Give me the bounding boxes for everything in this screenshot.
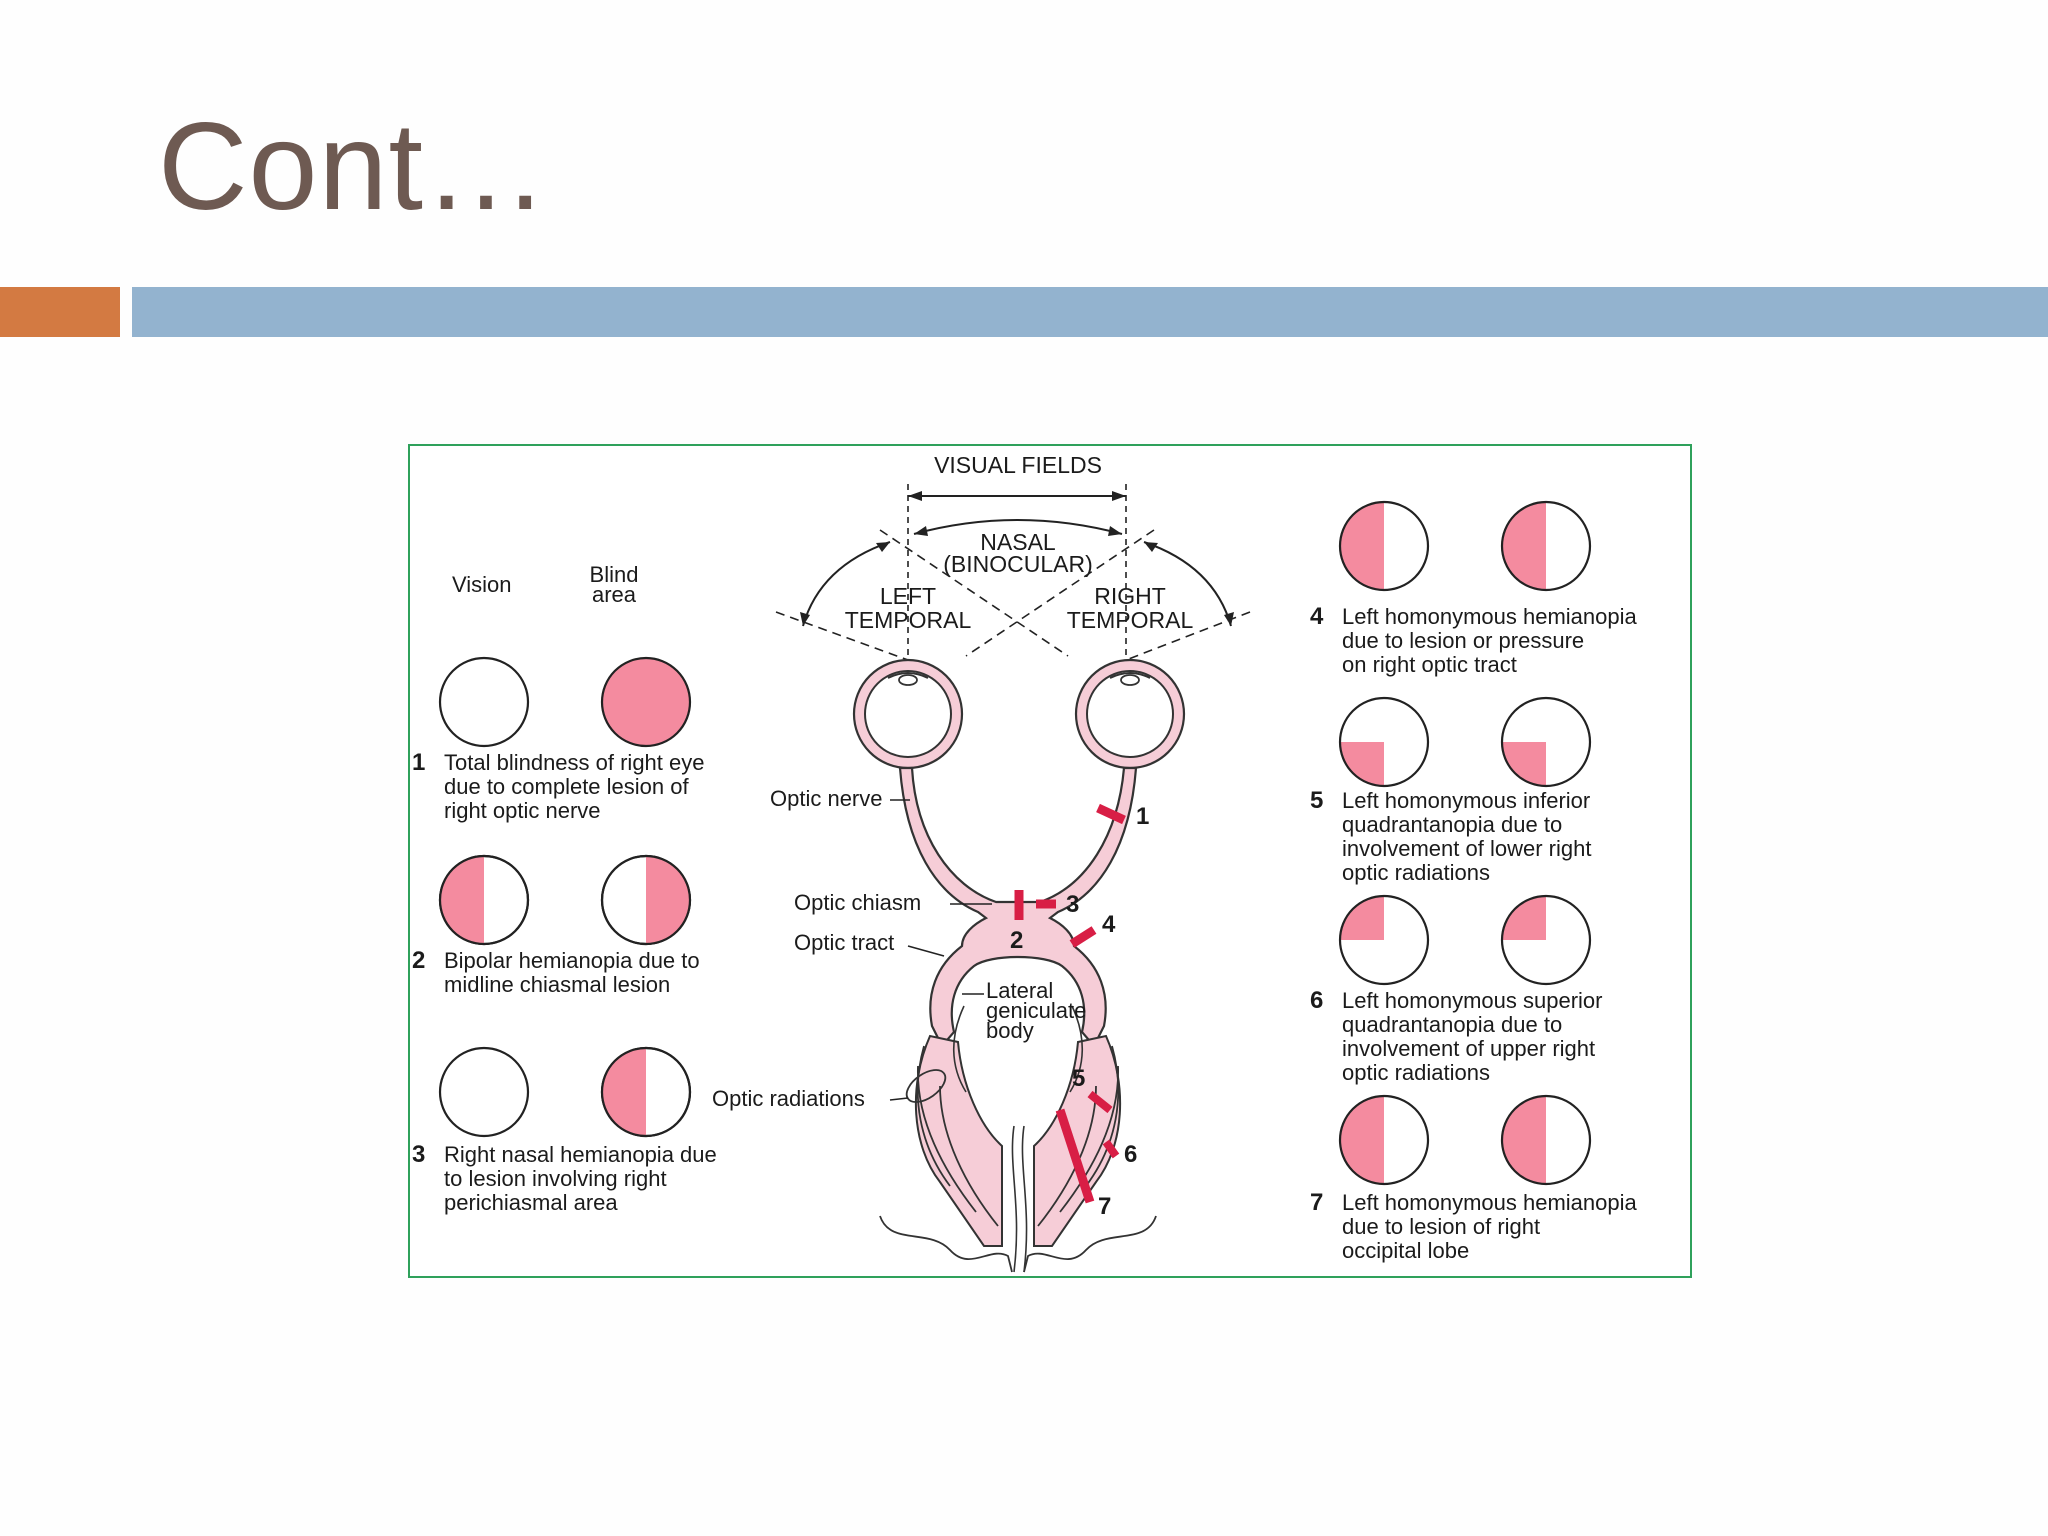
left-field-line-a	[879, 529, 1069, 657]
left-label: LEFT	[880, 583, 936, 609]
binocular-label: (BINOCULAR)	[943, 551, 1093, 577]
blind-column-label-1: Blind	[590, 562, 639, 587]
case-6-line-4: optic radiations	[1342, 1060, 1490, 1085]
case-6-number: 6	[1310, 987, 1323, 1014]
lesion-bars	[1014, 803, 1126, 1204]
field-diagram-6-left	[1338, 894, 1430, 986]
case-2-number: 2	[412, 947, 425, 974]
field-diagram-1-vision	[438, 656, 530, 748]
field-diagram-7-right	[1500, 1094, 1592, 1186]
lesion-marker-6: 6	[1124, 1141, 1137, 1168]
field-diagram-6-right	[1500, 894, 1592, 986]
title-divider-bar	[132, 287, 2048, 337]
case-7-line-3: occipital lobe	[1342, 1238, 1469, 1263]
right-label: RIGHT	[1094, 583, 1166, 609]
case-2-line-1: Bipolar hemianopia due to	[444, 948, 700, 973]
case-3-number: 3	[412, 1141, 425, 1168]
lesion-marker-1: 1	[1136, 803, 1149, 830]
visual-pathway-figure: VISUAL FIELDS NASAL (BINOCULAR) LEFT TEM…	[408, 444, 1692, 1278]
blind-column-label-2: area	[592, 582, 637, 607]
field-diagram-5-left	[1338, 696, 1430, 788]
case-5-number: 5	[1310, 787, 1323, 814]
lesion-marker-7: 7	[1098, 1193, 1111, 1220]
slide-title: Cont…	[158, 98, 549, 236]
case-3-line-3: perichiasmal area	[444, 1190, 618, 1215]
lesion-marker-3: 3	[1066, 891, 1079, 918]
label-body: body	[986, 1018, 1034, 1043]
field-diagram-4-left	[1338, 500, 1430, 592]
lesion-bar-5	[1087, 1090, 1113, 1114]
case-5-line-2: quadrantanopia due to	[1342, 812, 1562, 837]
right-eye	[1074, 658, 1186, 770]
case-1-line-3: right optic nerve	[444, 798, 601, 823]
case-1-line-2: due to complete lesion of	[444, 774, 689, 799]
case-6-line-2: quadrantanopia due to	[1342, 1012, 1562, 1037]
field-diagram-2-right	[600, 854, 692, 946]
case-5-line-1: Left homonymous inferior	[1342, 788, 1590, 813]
lesion-bar-7	[1055, 1108, 1095, 1204]
case-6-line-3: involvement of upper right	[1342, 1036, 1595, 1061]
case-7-line-2: due to lesion of right	[1342, 1214, 1540, 1239]
label-optic-radiations: Optic radiations	[712, 1086, 865, 1111]
field-diagram-1-blind	[600, 656, 692, 748]
field-diagram-3-left	[438, 1046, 530, 1138]
title-accent-bar	[0, 287, 120, 337]
case-7-line-1: Left homonymous hemianopia	[1342, 1190, 1637, 1215]
nasal-label: NASAL	[980, 529, 1056, 555]
case-4-line-1: Left homonymous hemianopia	[1342, 604, 1637, 629]
lesion-marker-5: 5	[1072, 1065, 1085, 1092]
visual-fields-label: VISUAL FIELDS	[934, 452, 1102, 478]
lesion-bar-1	[1096, 803, 1126, 825]
lesion-marker-4: 4	[1102, 911, 1116, 938]
optic-radiations	[879, 1005, 1157, 1273]
label-optic-chiasm: Optic chiasm	[794, 890, 921, 915]
case-2-line-2: midline chiasmal lesion	[444, 972, 670, 997]
right-temporal-label: TEMPORAL	[1067, 607, 1194, 633]
label-lateral: Lateral	[986, 978, 1053, 1003]
lesion-bar-6	[1102, 1139, 1120, 1159]
label-optic-nerve: Optic nerve	[770, 786, 883, 811]
lesion-bar-4	[1069, 926, 1097, 948]
case-3-line-1: Right nasal hemianopia due	[444, 1142, 717, 1167]
field-diagram-5-right	[1500, 696, 1592, 788]
case-4-number: 4	[1310, 603, 1324, 630]
case-4-line-3: on right optic tract	[1342, 652, 1517, 677]
case-3-line-2: to lesion involving right	[444, 1166, 667, 1191]
label-geniculate: geniculate	[986, 998, 1086, 1023]
label-optic-tract: Optic tract	[794, 930, 894, 955]
case-4-line-2: due to lesion or pressure	[1342, 628, 1584, 653]
right-field-line-a	[965, 529, 1155, 657]
field-diagram-2-left	[438, 854, 530, 946]
lesion-marker-2: 2	[1010, 927, 1023, 954]
left-temporal-label: TEMPORAL	[845, 607, 972, 633]
case-5-line-4: optic radiations	[1342, 860, 1490, 885]
field-diagram-4-right	[1500, 500, 1592, 592]
case-1-line-1: Total blindness of right eye	[444, 750, 705, 775]
case-7-number: 7	[1310, 1189, 1323, 1216]
case-1-number: 1	[412, 749, 425, 776]
left-eye	[852, 658, 964, 770]
field-diagram-3-right	[600, 1046, 692, 1138]
vision-column-label: Vision	[452, 572, 512, 597]
case-5-line-3: involvement of lower right	[1342, 836, 1591, 861]
field-diagram-7-left	[1338, 1094, 1430, 1186]
case-6-line-1: Left homonymous superior	[1342, 988, 1602, 1013]
visual-pathway-diagram: VISUAL FIELDS NASAL (BINOCULAR) LEFT TEM…	[412, 452, 1637, 1273]
